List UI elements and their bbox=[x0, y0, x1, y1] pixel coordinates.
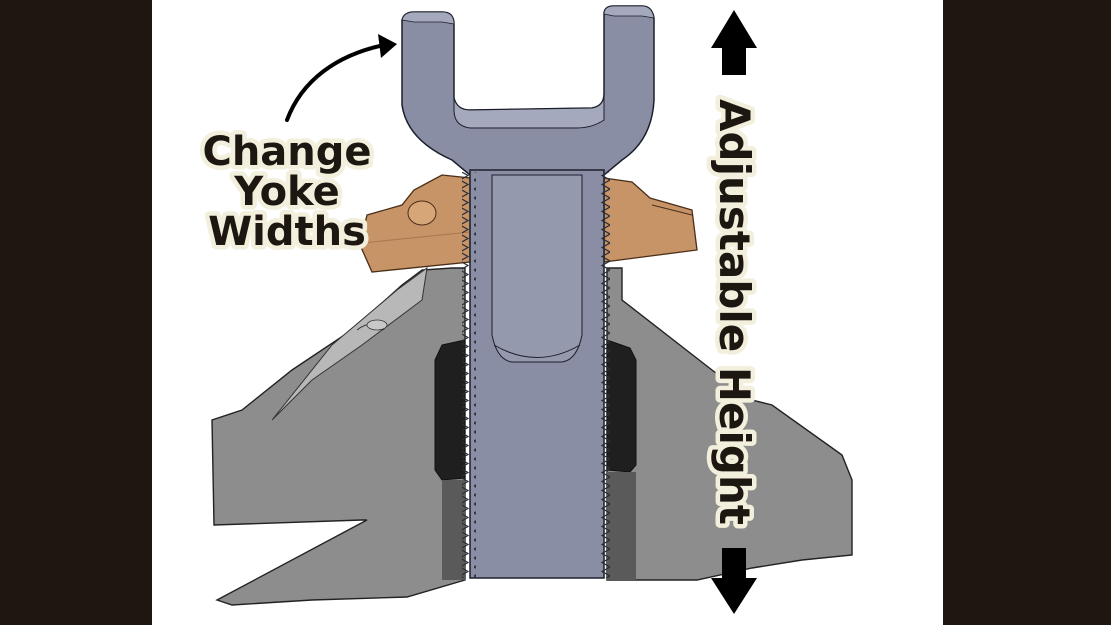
label-line-3: Widths bbox=[208, 209, 366, 255]
down-arrow-icon bbox=[711, 548, 757, 614]
base-housing bbox=[211, 266, 853, 606]
label-line-1: Change bbox=[202, 129, 371, 175]
change-yoke-widths-label: Change Yoke Widths bbox=[198, 125, 376, 260]
left-letterbox-bar bbox=[0, 0, 152, 625]
curved-callout-arrow bbox=[285, 34, 397, 122]
yoke-fork bbox=[401, 5, 655, 579]
right-letterbox-bar bbox=[943, 0, 1111, 625]
adjustable-height-label: Adjustable Height bbox=[710, 99, 759, 525]
yoke-assembly-diagram: Change Yoke Widths Adjustable Height bbox=[198, 5, 853, 614]
label-line-2: Yoke bbox=[233, 169, 339, 215]
up-arrow-icon bbox=[711, 10, 757, 75]
adjustable-height-indicator: Adjustable Height bbox=[706, 10, 764, 614]
diagram-canvas: Change Yoke Widths Adjustable Height bbox=[152, 0, 943, 625]
